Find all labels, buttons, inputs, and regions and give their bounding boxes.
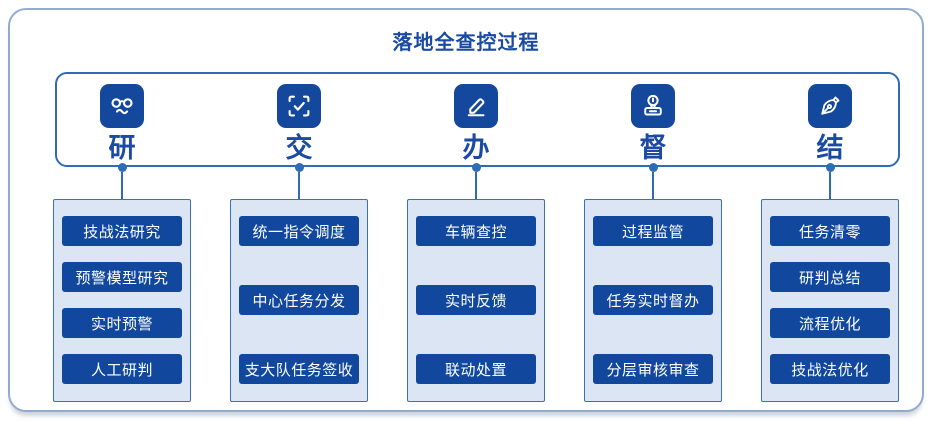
task-button[interactable]: 车辆查控 bbox=[416, 216, 536, 246]
task-button[interactable]: 流程优化 bbox=[770, 308, 890, 338]
stage-task-box: 统一指令调度中心任务分发支大队任务签收 bbox=[230, 199, 368, 402]
stage-task-box: 过程监管任务实时督办分层审核审查 bbox=[584, 199, 722, 402]
stage-task-box: 技战法研究预警模型研究实时预警人工研判 bbox=[53, 199, 191, 402]
task-button[interactable]: 统一指令调度 bbox=[239, 216, 359, 246]
task-button[interactable]: 支大队任务签收 bbox=[239, 354, 359, 384]
connector-dot bbox=[471, 163, 481, 172]
stage-task-box: 车辆查控实时反馈联动处置 bbox=[407, 199, 545, 402]
pencil-icon bbox=[454, 84, 498, 128]
connector-dot bbox=[294, 163, 304, 172]
task-button[interactable]: 分层审核审查 bbox=[593, 354, 713, 384]
task-button[interactable]: 预警模型研究 bbox=[62, 262, 182, 292]
task-button[interactable]: 实时预警 bbox=[62, 308, 182, 338]
task-button[interactable]: 任务清零 bbox=[770, 216, 890, 246]
scan-check-icon bbox=[277, 84, 321, 128]
stage-label: 交 bbox=[285, 133, 313, 163]
stage-label: 研 bbox=[108, 133, 136, 163]
diagram-container: 落地全查控过程 研 技战法研究预警模型研究实时预警人工研判 交 统一指令调度中心… bbox=[8, 8, 924, 412]
connector-dot bbox=[117, 163, 127, 172]
stage-column-1: 研 技战法研究预警模型研究实时预警人工研判 bbox=[53, 72, 191, 402]
stage-column-3: 办 车辆查控实时反馈联动处置 bbox=[407, 72, 545, 402]
task-button[interactable]: 联动处置 bbox=[416, 354, 536, 384]
task-button[interactable]: 任务实时督办 bbox=[593, 285, 713, 315]
connector-line bbox=[829, 172, 831, 199]
task-button[interactable]: 过程监管 bbox=[593, 216, 713, 246]
stage-column-4: 督 过程监管任务实时督办分层审核审查 bbox=[584, 72, 722, 402]
connector-dot bbox=[825, 163, 835, 172]
connector-line bbox=[298, 172, 300, 199]
task-button[interactable]: 中心任务分发 bbox=[239, 285, 359, 315]
task-button[interactable]: 技战法研究 bbox=[62, 216, 182, 246]
stage-task-box: 任务清零研判总结流程优化技战法优化 bbox=[761, 199, 899, 402]
connector-dot bbox=[648, 163, 658, 172]
stage-label: 结 bbox=[816, 133, 844, 163]
glasses-icon bbox=[100, 84, 144, 128]
stamp-icon bbox=[631, 84, 675, 128]
stage-column-2: 交 统一指令调度中心任务分发支大队任务签收 bbox=[230, 72, 368, 402]
connector-line bbox=[121, 172, 123, 199]
diagram-title: 落地全查控过程 bbox=[392, 32, 540, 54]
connector-line bbox=[652, 172, 654, 199]
stage-column-5: 结 任务清零研判总结流程优化技战法优化 bbox=[761, 72, 899, 402]
pen-nib-icon bbox=[808, 84, 852, 128]
stage-label: 办 bbox=[462, 133, 490, 163]
stage-label: 督 bbox=[639, 133, 667, 163]
task-button[interactable]: 研判总结 bbox=[770, 262, 890, 292]
task-button[interactable]: 实时反馈 bbox=[416, 285, 536, 315]
connector-line bbox=[475, 172, 477, 199]
task-button[interactable]: 人工研判 bbox=[62, 354, 182, 384]
task-button[interactable]: 技战法优化 bbox=[770, 354, 890, 384]
